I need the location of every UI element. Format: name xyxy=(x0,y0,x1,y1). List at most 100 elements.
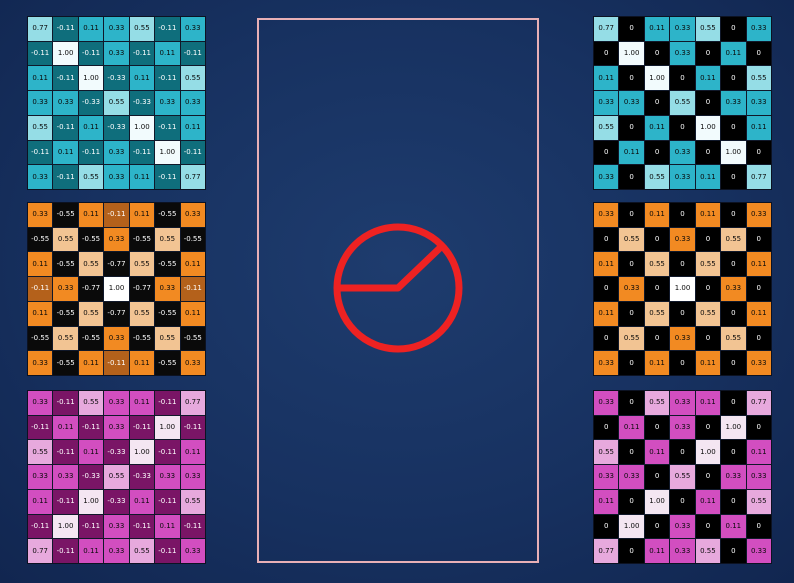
feature-map-cell: 0.11 xyxy=(594,252,619,277)
feature-map-cell: -0.33 xyxy=(129,465,155,489)
feature-map-cell: -0.11 xyxy=(180,514,205,539)
feature-map-cell: 0 xyxy=(721,203,746,227)
feature-map-cell: 0 xyxy=(644,415,670,440)
feature-map-cell: 0.55 xyxy=(53,326,78,351)
feature-map-cell: 0.55 xyxy=(670,91,695,115)
feature-map-cell: 0 xyxy=(721,115,746,140)
feature-map-cell: 1.00 xyxy=(78,489,104,514)
feature-map-cell: 0 xyxy=(619,115,644,140)
feature-map-cell: -0.55 xyxy=(180,227,205,252)
feature-map-cell: 1.00 xyxy=(53,41,78,66)
feature-map-cell: 0.11 xyxy=(695,391,721,415)
feature-map-cell: 0 xyxy=(695,514,721,539)
feature-map-cell: 0 xyxy=(670,66,695,91)
feature-map-cell: 0.55 xyxy=(155,326,180,351)
feature-map-cell: 0.33 xyxy=(594,351,619,375)
feature-map-cell: 0 xyxy=(644,277,670,301)
feature-map-cell: 0.11 xyxy=(695,165,721,189)
feature-map-cell: 0 xyxy=(670,301,695,326)
relu-activation-icon xyxy=(333,223,463,353)
feature-map-cell: 0 xyxy=(721,165,746,189)
feature-map-cell: 0.55 xyxy=(695,252,721,277)
feature-map-cell: 0.11 xyxy=(695,489,721,514)
feature-map-cell: 0.55 xyxy=(644,165,670,189)
feature-map-cell: 0.55 xyxy=(104,465,129,489)
feature-map-cell: 0.33 xyxy=(670,227,695,252)
feature-map-cell: 0 xyxy=(619,203,644,227)
feature-map-cell: 0 xyxy=(670,203,695,227)
feature-map-cell: -0.11 xyxy=(53,391,78,415)
feature-map-cell: 0.55 xyxy=(180,66,205,91)
feature-map-cell: 0 xyxy=(695,326,721,351)
feature-map-cell: 0 xyxy=(746,326,771,351)
feature-map-cell: -0.11 xyxy=(180,415,205,440)
feature-map-cell: 0 xyxy=(746,140,771,165)
feature-map-cell: 0 xyxy=(746,41,771,66)
feature-map-cell: 0.33 xyxy=(746,203,771,227)
relu-icon-curve xyxy=(338,243,445,292)
feature-map-cell: 0.33 xyxy=(670,41,695,66)
feature-map-cell: -0.11 xyxy=(155,440,180,465)
feature-map-cell: -0.77 xyxy=(104,301,129,326)
feature-map-cell: -0.33 xyxy=(78,465,104,489)
feature-map-cell: 0.55 xyxy=(644,301,670,326)
feature-map-cell: 1.00 xyxy=(670,277,695,301)
feature-map-cell: 1.00 xyxy=(695,115,721,140)
feature-map-cell: -0.33 xyxy=(104,489,129,514)
feature-map-cell: 0.11 xyxy=(129,391,155,415)
feature-map-cell: 0.55 xyxy=(129,252,155,277)
feature-map-cell: 0.55 xyxy=(695,539,721,563)
feature-map-cell: 0.33 xyxy=(104,140,129,165)
feature-map-cell: -0.11 xyxy=(180,41,205,66)
feature-map-cell: 0.33 xyxy=(721,91,746,115)
feature-map-cell: 0.33 xyxy=(104,17,129,41)
feature-map-cell: -0.33 xyxy=(104,115,129,140)
feature-map-cell: -0.11 xyxy=(28,277,53,301)
feature-map-cell: 0.55 xyxy=(78,165,104,189)
feature-map-cell: 0.11 xyxy=(180,301,205,326)
feature-map-cell: 0.11 xyxy=(644,17,670,41)
feature-map-cell: 0.11 xyxy=(594,301,619,326)
feature-map-cell: 0 xyxy=(619,351,644,375)
feature-map-cell: 0.55 xyxy=(619,227,644,252)
feature-map-cell: 0.33 xyxy=(180,465,205,489)
feature-map-cell: 0 xyxy=(695,465,721,489)
feature-map-cell: -0.55 xyxy=(53,351,78,375)
feature-map-cell: 0.55 xyxy=(78,301,104,326)
feature-map-cell: 0 xyxy=(619,165,644,189)
feature-map-cell: 0.55 xyxy=(695,17,721,41)
feature-map-cell: -0.55 xyxy=(129,227,155,252)
feature-map-cell: 0 xyxy=(746,277,771,301)
feature-map-cell: 0 xyxy=(695,140,721,165)
feature-map-cell: 0.11 xyxy=(129,489,155,514)
feature-map-cell: 0.11 xyxy=(78,440,104,465)
feature-map-cell: 0 xyxy=(619,252,644,277)
feature-map-cell: -0.11 xyxy=(28,415,53,440)
feature-map-cell: 0.11 xyxy=(619,140,644,165)
feature-map-cell: -0.11 xyxy=(53,440,78,465)
feature-map-cell: -0.11 xyxy=(129,140,155,165)
feature-map-cell: 0.11 xyxy=(129,66,155,91)
feature-map-cell: 0 xyxy=(594,41,619,66)
feature-map-cell: 0.33 xyxy=(746,351,771,375)
feature-map-cell: 0.11 xyxy=(78,351,104,375)
feature-map-cell: 0.33 xyxy=(594,165,619,189)
feature-map-cell: 0 xyxy=(695,91,721,115)
feature-map-cell: 0 xyxy=(594,227,619,252)
feature-map-cell: 0.11 xyxy=(129,203,155,227)
feature-map-cell: -0.55 xyxy=(155,301,180,326)
feature-map-cell: 0 xyxy=(721,17,746,41)
feature-map-cell: 0.33 xyxy=(28,91,53,115)
feature-map-cell: 0.33 xyxy=(104,415,129,440)
feature-map-cell: 0.33 xyxy=(670,514,695,539)
feature-map-cell: 0 xyxy=(695,277,721,301)
feature-map-cell: 0.77 xyxy=(28,17,53,41)
feature-map-cell: -0.55 xyxy=(129,326,155,351)
feature-map-cell: 0.55 xyxy=(746,489,771,514)
feature-map-cell: 0.33 xyxy=(180,203,205,227)
feature-map-cell: 0.55 xyxy=(746,66,771,91)
feature-map-cell: -0.11 xyxy=(155,66,180,91)
feature-map-cell: -0.11 xyxy=(53,115,78,140)
feature-map-cell: 0.33 xyxy=(670,165,695,189)
